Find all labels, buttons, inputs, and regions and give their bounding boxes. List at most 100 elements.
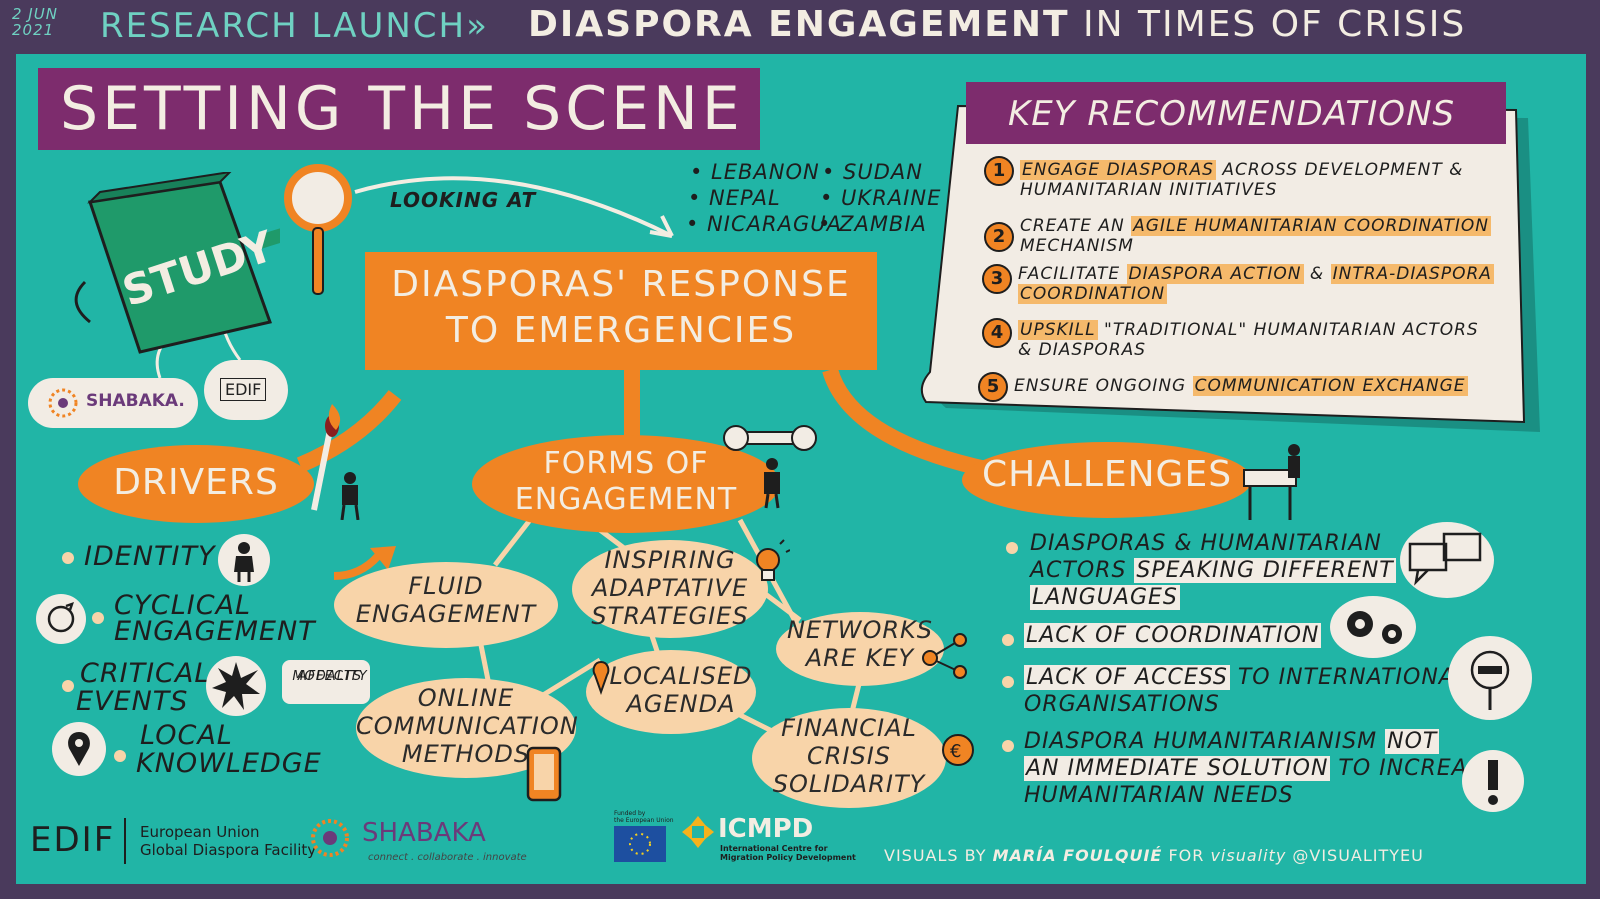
icmpd-arrows-icon — [682, 816, 714, 848]
header-title: DIASPORA ENGAGEMENT IN TIMES OF CRISIS — [528, 4, 1466, 45]
rec-3-line2: COORDINATION — [1018, 284, 1168, 304]
fluid-line2: ENGAGEMENT — [355, 600, 537, 628]
challenge-2: LACK OF COORDINATION — [1024, 622, 1322, 649]
financial-line1: FINANCIAL — [781, 714, 917, 742]
country-nepal: • NEPAL — [688, 186, 781, 210]
footer-credit: VISUALS BY MARÍA FOULQUIÉ FOR visuality … — [884, 846, 1424, 866]
driver-bullet — [114, 750, 126, 762]
financial-line2: CRISIS — [806, 742, 892, 770]
exclamation-icon — [1462, 750, 1524, 812]
header-bar: 2 JUN 2021 RESEARCH LAUNCH» DIASPORA ENG… — [0, 0, 1600, 54]
header-title-bold: DIASPORA ENGAGEMENT — [528, 4, 1070, 45]
drivers-title: DRIVERS — [113, 462, 279, 503]
footer-shabaka-star-icon — [311, 819, 349, 857]
rec-2-highlight: AGILE HUMANITARIAN COORDINATION — [1131, 216, 1491, 236]
wrench-person-icon — [723, 425, 817, 509]
match-icon — [311, 404, 341, 511]
credit-brand: visuality — [1210, 846, 1287, 865]
forms-line1: FORMS OF — [543, 446, 709, 481]
challenge-bullet — [1002, 740, 1014, 752]
cycle-icon — [36, 594, 86, 644]
identity-person-icon — [218, 534, 270, 586]
header-date-line2: 2021 — [12, 21, 55, 39]
recommendations-banner — [966, 82, 1506, 144]
rec-2-pre: CREATE AN — [1020, 216, 1132, 236]
rec-3-highlight2: INTRA-DIASPORA — [1330, 264, 1494, 284]
localised-line1: LOCALISED — [609, 662, 753, 690]
speech-bubbles-icon — [1400, 522, 1494, 598]
challenge-1-line1: DIASPORAS & HUMANITARIAN — [1030, 531, 1382, 556]
forms-title: FORMS OF ENGAGEMENT — [472, 446, 780, 518]
header-launch: RESEARCH LAUNCH» — [100, 6, 489, 46]
rec-1-highlight: ENGAGE DIASPORAS — [1020, 160, 1216, 180]
header-date: 2 JUN 2021 — [12, 6, 58, 38]
driver-identity: IDENTITY — [84, 541, 216, 572]
rec-1-line2: HUMANITARIAN INITIATIVES — [1020, 180, 1278, 200]
country-ukraine: • UKRAINE — [820, 186, 942, 210]
bubble-online-text: ONLINE COMMUNICATION METHODS — [356, 684, 579, 768]
lightbulb-icon — [756, 539, 790, 581]
looking-arrow — [354, 176, 673, 238]
rec-item-2: CREATE AN AGILE HUMANITARIAN COORDINATIO… — [1020, 216, 1491, 256]
driver-bullet — [92, 612, 104, 624]
rec-3-mid: & — [1303, 264, 1331, 284]
challenge-3-line1a: LACK OF ACCESS — [1024, 665, 1230, 690]
logo-shabaka-badge: SHABAKA. — [28, 378, 198, 428]
footer-edif-logo: EDIF — [30, 820, 116, 860]
burst-icon — [206, 656, 266, 716]
bubble-localised-text: LOCALISED AGENDA — [596, 662, 766, 718]
footer-divider — [124, 818, 126, 864]
country-zambia: • ZAMBIA — [818, 212, 927, 236]
credit-name: MARÍA FOULQUIÉ — [992, 846, 1163, 865]
driver-critical: CRITICAL — [80, 658, 211, 689]
forms-line2: ENGAGEMENT — [514, 482, 738, 517]
challenge-1-line2a: ACTORS — [1030, 558, 1135, 583]
challenge-4-line1b: NOT — [1385, 729, 1440, 754]
online-line2: COMMUNICATION — [356, 712, 579, 740]
bubble-networks-text: NETWORKS ARE KEY — [776, 616, 944, 672]
credit-for: FOR — [1168, 846, 1205, 865]
drivers-oval — [78, 445, 314, 523]
challenge-4-line1a: DIASPORA HUMANITARIANISM — [1024, 729, 1386, 754]
logo-shabaka-text: SHABAKA. — [86, 391, 185, 411]
footer-funded-line2: the European Union — [614, 817, 674, 824]
credit-handle: @VISUALITYEU — [1292, 846, 1424, 865]
study-book-icon: STUDY — [74, 172, 280, 354]
challenge-bullet — [1002, 676, 1014, 688]
networks-line2: ARE KEY — [805, 644, 915, 672]
bubble-fluid — [334, 562, 558, 648]
country-nicaragua: • NICARAGUA — [686, 212, 842, 236]
header-title-thin: IN TIMES OF CRISIS — [1083, 4, 1467, 45]
eu-flag-icon — [614, 826, 666, 862]
rec-4-rest: "TRADITIONAL" HUMANITARIAN ACTORS — [1097, 320, 1479, 340]
bubble-financial-text: FINANCIAL CRISIS SOLIDARITY — [752, 714, 946, 798]
challenge-4-line2a: AN IMMEDIATE SOLUTION — [1024, 756, 1331, 781]
rec-4-highlight: UPSKILL — [1018, 320, 1098, 340]
challenge-3-line2: ORGANISATIONS — [1024, 692, 1220, 717]
shabaka-star-icon — [48, 388, 78, 418]
challenge-4-line3: HUMANITARIAN NEEDS — [1024, 783, 1294, 808]
rec-number-3: 3 — [982, 264, 1012, 294]
euro-coin-icon: € — [942, 734, 974, 766]
challenges-title: CHALLENGES — [981, 454, 1233, 495]
person-figure-icon — [340, 472, 360, 520]
rec-item-1: ENGAGE DIASPORAS ACROSS DEVELOPMENT & HU… — [1020, 160, 1463, 200]
challenge-bullet — [1002, 634, 1014, 646]
financial-line3: SOLIDARITY — [772, 770, 926, 798]
affects-line1: AFFECTS — [297, 669, 363, 684]
bubble-inspiring-text: INSPIRING ADAPTATIVE STRATEGIES — [572, 546, 768, 630]
scene-banner — [38, 68, 760, 150]
localised-line2: AGENDA — [626, 690, 736, 718]
driver-knowledge: KNOWLEDGE — [136, 748, 322, 779]
footer-shabaka: SHABAKA — [362, 818, 486, 848]
footer-eu-line1: European Union — [140, 823, 260, 841]
challenge-1-line2b: SPEAKING DIFFERENT — [1134, 558, 1396, 583]
driver-cyclical: CYCLICAL — [114, 590, 252, 621]
no-entry-sign-icon — [1448, 636, 1532, 720]
challenge-1: DIASPORAS & HUMANITARIAN ACTORS SPEAKING… — [1030, 530, 1396, 611]
credit-pre: VISUALS BY — [884, 846, 987, 865]
rec-item-4: UPSKILL "TRADITIONAL" HUMANITARIAN ACTOR… — [1018, 320, 1479, 360]
rec-number-5: 5 — [978, 372, 1008, 402]
footer-logos: EDIF European Union Global Diaspora Faci… — [16, 806, 1586, 884]
